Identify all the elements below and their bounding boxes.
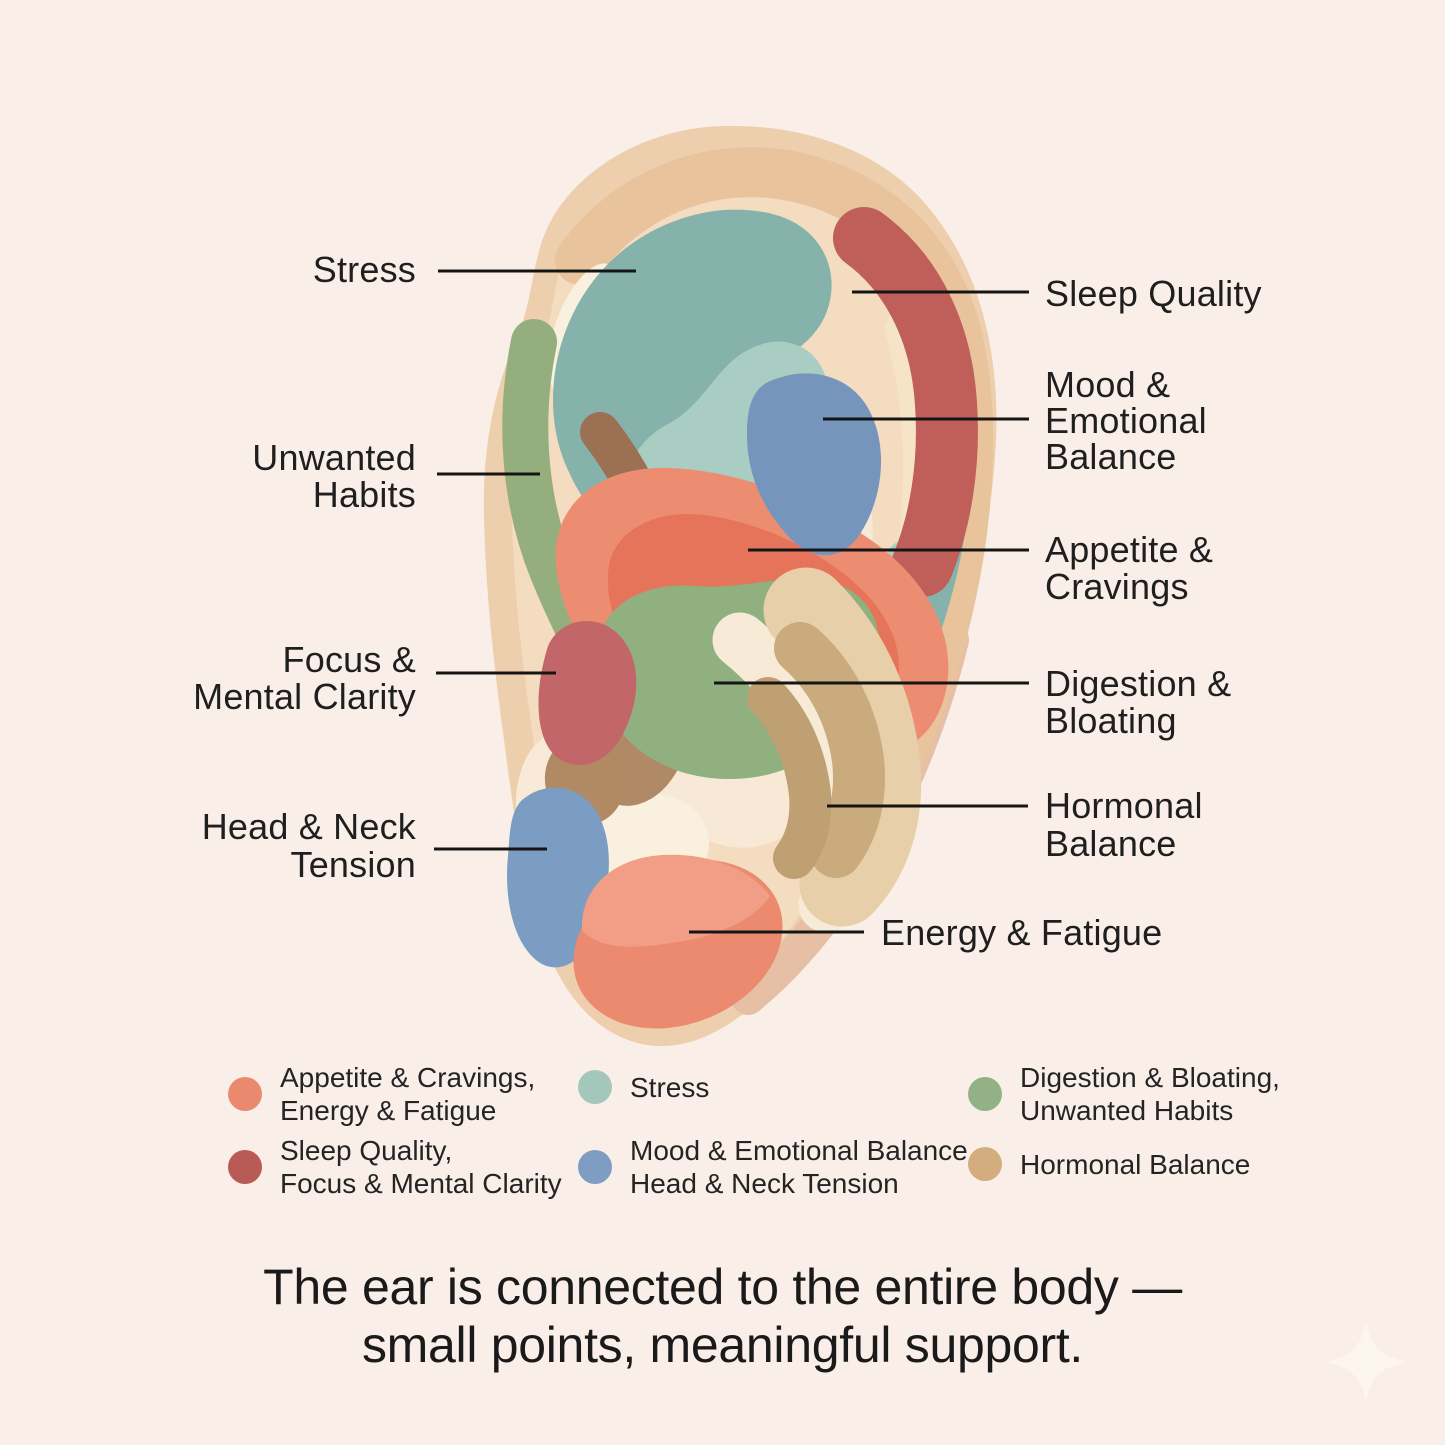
legend-item-mood-headneck: Mood & Emotional Balance, Head & Neck Te… [578,1134,976,1200]
label-hormonal-balance: Hormonal Balance [1045,785,1203,864]
legend-item-sleep-focus: Sleep Quality, Focus & Mental Clarity [228,1134,562,1200]
legend-color-dot [228,1077,262,1111]
legend-color-dot [968,1147,1002,1181]
legend-item-stress: Stress [578,1070,709,1104]
zone-hormonal [774,622,885,878]
sparkle-icon [1326,1322,1406,1402]
poster-caption: The ear is connected to the entire body … [263,1259,1182,1373]
legend-label: Digestion & Bloating, Unwanted Habits [1020,1062,1280,1126]
label-energy-fatigue: Energy & Fatigue [881,912,1163,953]
label-digestion-bloating: Digestion & Bloating [1045,663,1232,741]
legend-item-digestion-unwanted: Digestion & Bloating, Unwanted Habits [968,1061,1280,1127]
legend-color-dot [578,1150,612,1184]
legend-item-hormonal: Hormonal Balance [968,1147,1250,1181]
zone-sleep-quality [833,207,978,597]
label-appetite-cravings: Appetite & Cravings [1045,529,1214,607]
label-sleep-quality: Sleep Quality [1045,273,1262,314]
legend-color-dot [968,1077,1002,1111]
zone-energy-light [581,854,770,947]
legend-color-dot [578,1070,612,1104]
label-stress: Stress [312,249,416,290]
zone-hormonal-deep [747,677,832,879]
label-focus-mental-clarity: Focus & Mental Clarity [193,639,416,717]
legend-label: Mood & Emotional Balance, Head & Neck Te… [630,1135,976,1199]
legend-label: Hormonal Balance [1020,1148,1251,1180]
legend-label: Sleep Quality, Focus & Mental Clarity [280,1135,562,1199]
legend-color-dot [228,1150,262,1184]
label-mood-emotional-balance: Mood & Emotional Balance [1045,364,1207,477]
legend-label: Stress [630,1071,710,1103]
zone-focus [538,621,637,766]
legend-label: Appetite & Cravings, Energy & Fatigue [280,1062,536,1126]
legend-item-appetite-energy: Appetite & Cravings, Energy & Fatigue [228,1061,535,1127]
label-head-neck-tension: Head & Neck Tension [201,806,416,885]
label-unwanted-habits: Unwanted Habits [252,437,416,515]
